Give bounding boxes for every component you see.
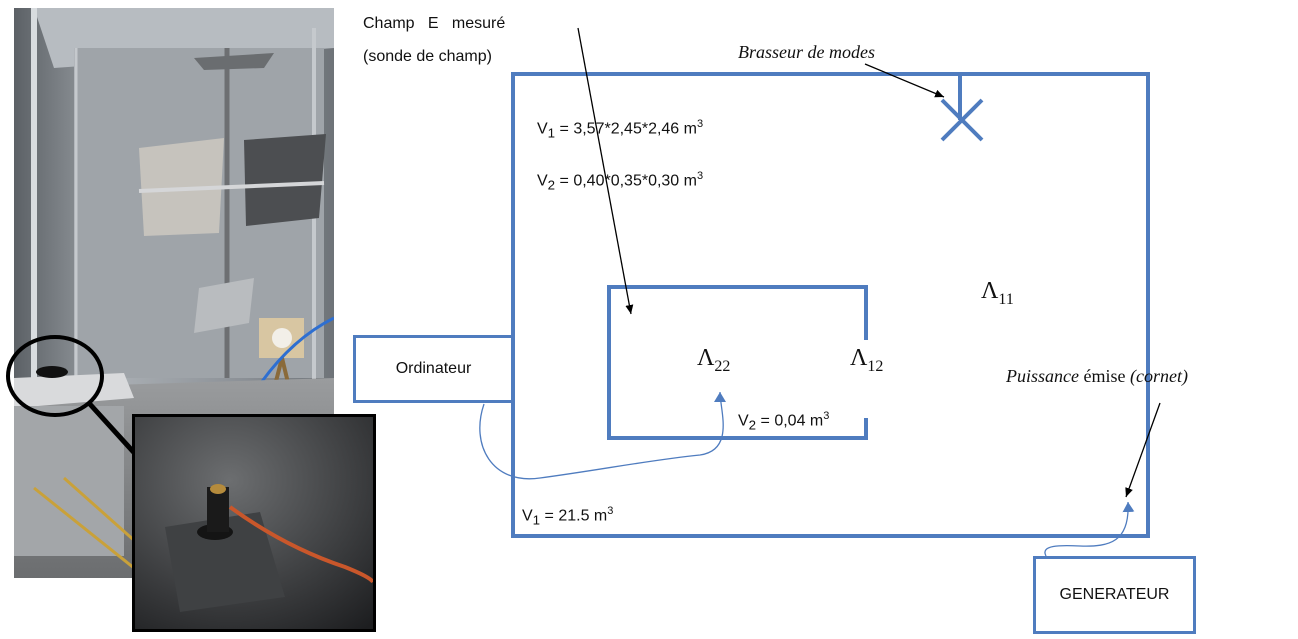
- stirrer-blade-b: [940, 98, 984, 142]
- lambda-12-subscript: 12: [867, 357, 884, 375]
- v2-dim-sub: 2: [547, 177, 556, 193]
- v2-vol-sub: 2: [748, 417, 757, 433]
- v2-dim-unit-exp: 3: [696, 170, 704, 182]
- v1-dim-unit-exp: 3: [696, 118, 704, 130]
- puissance-word: Puissance: [1006, 366, 1084, 386]
- puissance-label: Puissance émise (cornet): [1006, 366, 1188, 387]
- v2-vol-unit-exp: 3: [823, 410, 830, 422]
- generateur-cable: [1044, 501, 1135, 557]
- lambda-11: Λ11: [981, 278, 1014, 309]
- generateur-label: GENERATEUR: [1059, 586, 1170, 603]
- v2-volume: V2 = 0,04 m3: [738, 410, 829, 433]
- brasseur-label: Brasseur de modes: [738, 42, 875, 62]
- lambda-22-symbol: Λ: [697, 345, 715, 371]
- probe-hole: [36, 366, 68, 378]
- champ-arrow: [577, 27, 634, 315]
- probe-inset-photo: [132, 414, 376, 632]
- generateur-box: GENERATEUR: [1033, 556, 1196, 634]
- v1-dimensions: V1 = 3,57*2,45*2,46 m3: [537, 118, 703, 141]
- v1-vol-unit-exp: 3: [607, 505, 614, 517]
- inner-cavity-frame: [607, 285, 868, 440]
- v1-vol-symbol: V: [522, 507, 533, 525]
- lambda-12-symbol: Λ: [850, 345, 868, 371]
- chamber-photo-drawing: [14, 8, 334, 578]
- ordinateur-cable: [479, 391, 727, 480]
- lambda-11-subscript: 11: [998, 290, 1014, 308]
- v2-dim-symbol: V: [537, 172, 548, 190]
- v1-volume: V1 = 21.5 m3: [522, 505, 613, 528]
- v1-vol-value: = 21.5 m: [540, 507, 608, 525]
- v2-vol-value: = 0,04 m: [756, 412, 824, 430]
- v2-vol-symbol: V: [738, 412, 749, 430]
- v2-dim-value: = 0,40*0,35*0,30 m: [555, 172, 697, 190]
- champ-label-line2: (sonde de champ): [363, 48, 492, 65]
- brasseur-arrow: [864, 63, 945, 98]
- chamber-photo: [14, 8, 334, 578]
- outer-chamber-frame: [511, 72, 1150, 538]
- puissance-cornet: (cornet): [1125, 366, 1188, 386]
- v1-dim-sub: 1: [547, 125, 556, 141]
- v2-dimensions: V2 = 0,40*0,35*0,30 m3: [537, 170, 703, 193]
- lambda-22-subscript: 22: [714, 357, 731, 375]
- lambda-11-symbol: Λ: [981, 278, 999, 304]
- champ-label-line1: Champ E mesuré: [363, 15, 506, 32]
- lambda-22: Λ22: [697, 345, 730, 376]
- lambda-12: Λ12: [850, 345, 883, 376]
- v1-dim-value: = 3,57*2,45*2,46 m: [555, 120, 697, 138]
- v1-dim-symbol: V: [537, 120, 548, 138]
- ordinateur-box: Ordinateur: [353, 335, 514, 403]
- puissance-arrow: [1125, 402, 1161, 498]
- v1-vol-sub: 1: [532, 512, 541, 528]
- ordinateur-label: Ordinateur: [395, 360, 472, 377]
- puissance-emise: émise: [1083, 366, 1126, 386]
- probe-inset-drawing: [135, 417, 375, 629]
- zoom-circle: [6, 335, 104, 417]
